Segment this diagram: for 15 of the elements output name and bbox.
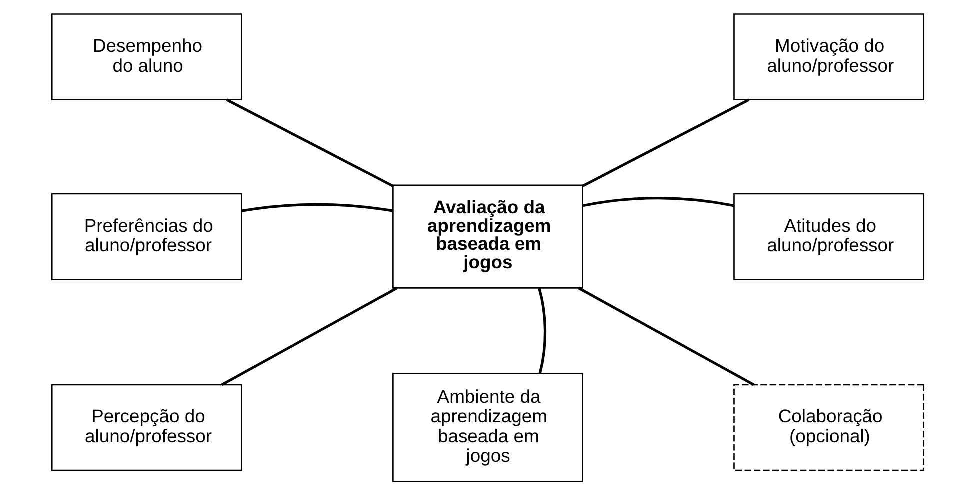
- connector: [582, 196, 734, 207]
- connector: [242, 202, 394, 212]
- connector: [582, 98, 750, 187]
- node-box: Colaboração (opcional): [734, 384, 925, 471]
- node-box: Atitudes do aluno/professor: [734, 192, 925, 280]
- node-box: Preferências do aluno/professor: [51, 192, 242, 280]
- node-box: Avaliação da aprendizagem baseada em jogos: [392, 184, 584, 288]
- connector: [578, 286, 755, 386]
- node-box: Ambiente da aprendizagem baseada em jogos: [392, 372, 584, 482]
- connector: [226, 98, 394, 187]
- node-box: Motivação do aluno/professor: [734, 13, 925, 100]
- node-box: Percepção do aluno/professor: [51, 384, 242, 471]
- connector: [538, 288, 547, 374]
- connector: [221, 286, 398, 386]
- node-box: Desempenho do aluno: [51, 13, 242, 100]
